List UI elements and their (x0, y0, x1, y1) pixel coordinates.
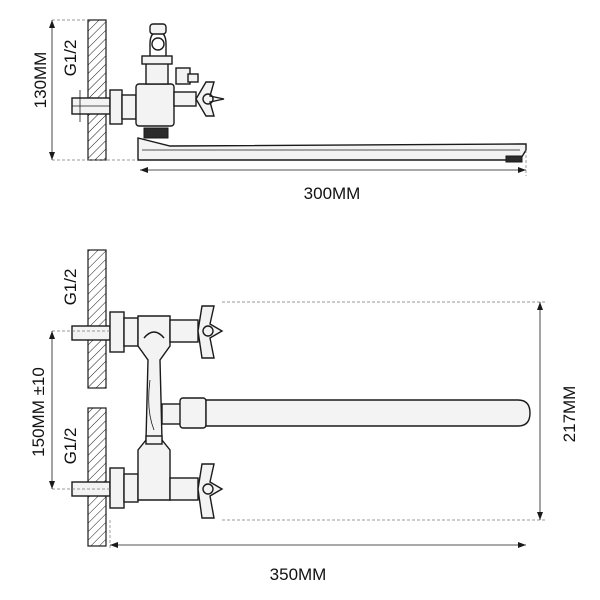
front-view-upper-wall (87, 249, 107, 389)
side-view: 130MM G1/2 300MM (31, 19, 527, 203)
front-view-lower-handle (197, 463, 224, 519)
front-view-height-label: 217MM (560, 386, 579, 443)
side-view-height-label: 130MM (31, 52, 50, 109)
side-view-wall (87, 19, 107, 161)
front-view: 217MM 150MM ±10 G1/2 G1/2 350MM (29, 249, 579, 584)
front-view-length-label: 350MM (270, 565, 327, 584)
side-view-handle (195, 81, 225, 117)
side-view-wall-nut (109, 89, 123, 125)
front-view-lower-thread-label: G1/2 (61, 428, 80, 465)
side-view-body (135, 83, 175, 127)
front-view-lower-nut (109, 467, 125, 509)
side-view-diverter-stem (145, 61, 169, 85)
front-view-upper-thread-label: G1/2 (61, 269, 80, 306)
front-view-upper-handle (197, 305, 224, 359)
front-view-spout (205, 399, 531, 427)
side-view-thread-label: G1/2 (61, 40, 80, 77)
side-view-length-label: 300MM (304, 184, 361, 203)
front-view-center-distance-label: 150MM ±10 (29, 367, 48, 457)
front-view-lower-wall (87, 407, 107, 547)
side-view-shower-holder (149, 23, 167, 35)
side-view-spout (137, 137, 527, 161)
side-view-eccentric (121, 94, 137, 120)
front-view-upper-nut (109, 311, 125, 353)
